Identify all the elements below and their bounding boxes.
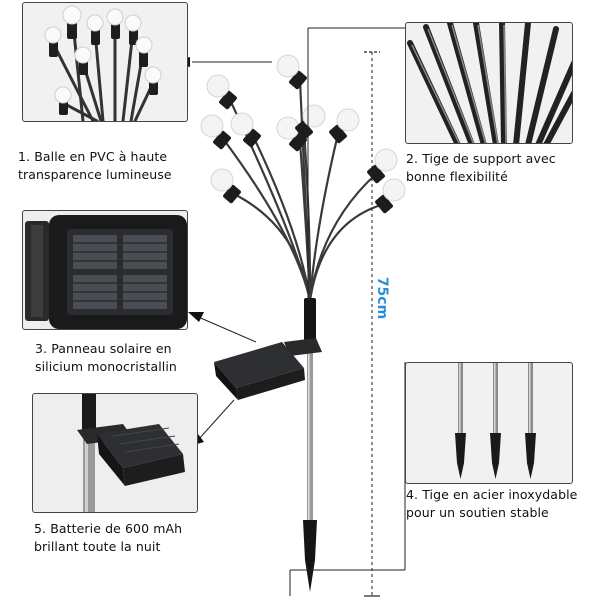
callout-line-battery [197,399,235,441]
caption-solar-panel: 3. Panneau solaire en silicium monocrist… [35,340,177,376]
bulb-socket [375,194,393,214]
bulb-socket [289,70,307,90]
caption-battery-line1: 5. Batterie de 600 mAh [34,521,183,536]
caption-steel-stake-line2: pour un soutien stable [406,505,549,520]
caption-steel-stake-line1: 4. Tige en acier inoxydable [406,487,578,502]
bulb [336,108,360,132]
bulb [302,104,326,128]
stakes-closeup-drawing [455,363,536,479]
caption-battery: 5. Batterie de 600 mAh brillant toute la… [34,520,182,556]
callout-line-panel [195,315,257,343]
bulb [374,148,398,172]
callout-arrow-panel [188,312,204,322]
stem-wire [308,173,377,301]
caption-pvc-ball-line1: 1. Balle en PVC à haute [18,149,168,164]
battery-closeup-inset [32,393,198,513]
stem-wire [233,193,312,301]
caption-pvc-ball: 1. Balle en PVC à haute transparence lum… [18,148,172,184]
caption-solar-panel-line2: silicium monocristallin [35,359,177,374]
caption-battery-line2: brillant toute la nuit [34,539,161,554]
height-dimension-label: 75cm [374,276,390,320]
pole-upper [304,298,316,348]
caption-support-stem: 2. Tige de support avec bonne flexibilit… [406,150,556,186]
stem-wire [302,129,312,301]
bulb [382,178,406,202]
bulb-socket [243,128,261,148]
panel-clamp [284,338,322,356]
bulb [200,114,224,138]
stem-wire [308,202,385,301]
bulbs-closeup-drawing [44,5,162,121]
solar-panel-closeup-inset [22,210,188,330]
ground-stake [303,520,317,592]
steel-pole [307,346,313,522]
stems-closeup-drawing [407,23,572,143]
caption-steel-stake: 4. Tige en acier inoxydable pour un sout… [406,486,577,522]
caption-support-stem-line1: 2. Tige de support avec [406,151,556,166]
solar-panel-front [236,368,305,400]
bulb [210,168,234,192]
bulb-socket [213,130,231,150]
bulb-socket [329,124,347,144]
battery-closeup-drawing [77,394,185,512]
bulb [230,112,254,136]
solar-panel-side [214,362,238,400]
bulb [276,54,300,78]
caption-support-stem-line2: bonne flexibilité [406,169,508,184]
stem-wire [308,133,340,301]
stakes-closeup-inset [405,362,573,484]
solar-panel-top [214,342,304,388]
bulb-socket [223,184,241,204]
solar-panel-closeup-drawing [25,215,187,329]
bulb [206,74,230,98]
bulb-socket [367,164,385,184]
bulb-socket [219,90,237,110]
caption-pvc-ball-line2: transparence lumineuse [18,167,172,182]
steel-pole-highlight [308,346,310,522]
caption-solar-panel-line1: 3. Panneau solaire en [35,341,172,356]
bulbs-closeup-inset [22,2,188,122]
stems-closeup-inset [405,22,573,144]
